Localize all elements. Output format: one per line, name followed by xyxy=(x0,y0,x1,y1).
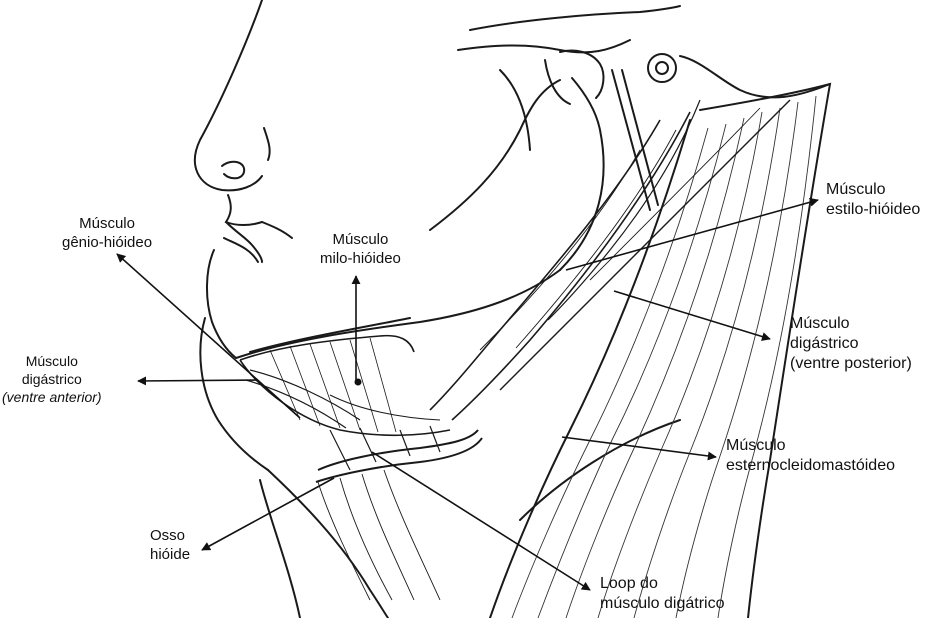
face-profile xyxy=(195,0,830,618)
label-line: hióide xyxy=(150,545,190,564)
label-line: Músculo xyxy=(826,180,920,200)
label-milo-hioideo: Músculo milo-hióideo xyxy=(320,230,401,268)
label-line: digástrico xyxy=(2,370,102,388)
label-line: Músculo xyxy=(62,214,152,233)
label-line: estilo-hióideo xyxy=(826,200,920,220)
label-digastrico-posterior: Músculo digástrico (ventre posterior) xyxy=(790,314,912,374)
arrow-osso-hioide xyxy=(202,478,334,550)
label-line: Músculo xyxy=(790,314,912,334)
label-line: Loop do xyxy=(600,574,725,594)
arrow-digastrico-posterior xyxy=(614,291,770,339)
label-line: Osso xyxy=(150,526,190,545)
label-loop-digastrico: Loop do músculo digátrico xyxy=(600,574,725,614)
label-estilo-hioideo: Músculo estilo-hióideo xyxy=(826,180,920,220)
label-line: esternocleidomastóideo xyxy=(726,456,895,476)
arrow-estilo-hioideo xyxy=(566,200,818,270)
label-line: Músculo xyxy=(320,230,401,249)
label-line: Músculo xyxy=(2,352,102,370)
label-line: (ventre posterior) xyxy=(790,354,912,374)
label-genio-hioideo: Músculo gênio-hióideo xyxy=(62,214,152,252)
label-line: digástrico xyxy=(790,334,912,354)
arrow-digastrico-anterior xyxy=(138,380,258,381)
label-digastrico-anterior: Músculo digástrico (ventre anterior) xyxy=(2,352,102,406)
arrow-esternocleidomastoideo xyxy=(562,437,716,457)
label-line: músculo digátrico xyxy=(600,594,725,614)
label-line: (ventre anterior) xyxy=(2,388,102,406)
floor-of-mouth-muscles xyxy=(240,336,482,600)
posterior-digastric-stylohyoid xyxy=(430,100,790,420)
pointer-arrows xyxy=(117,200,818,590)
arrow-genio-hioideo xyxy=(117,254,300,418)
label-osso-hioide: Osso hióide xyxy=(150,526,190,564)
label-line: gênio-hióideo xyxy=(62,233,152,252)
label-line: Músculo xyxy=(726,436,895,456)
label-line: milo-hióideo xyxy=(320,249,401,268)
label-esternocleidomastoideo: Músculo esternocleidomastóideo xyxy=(726,436,895,476)
scm-fibers xyxy=(512,96,816,618)
